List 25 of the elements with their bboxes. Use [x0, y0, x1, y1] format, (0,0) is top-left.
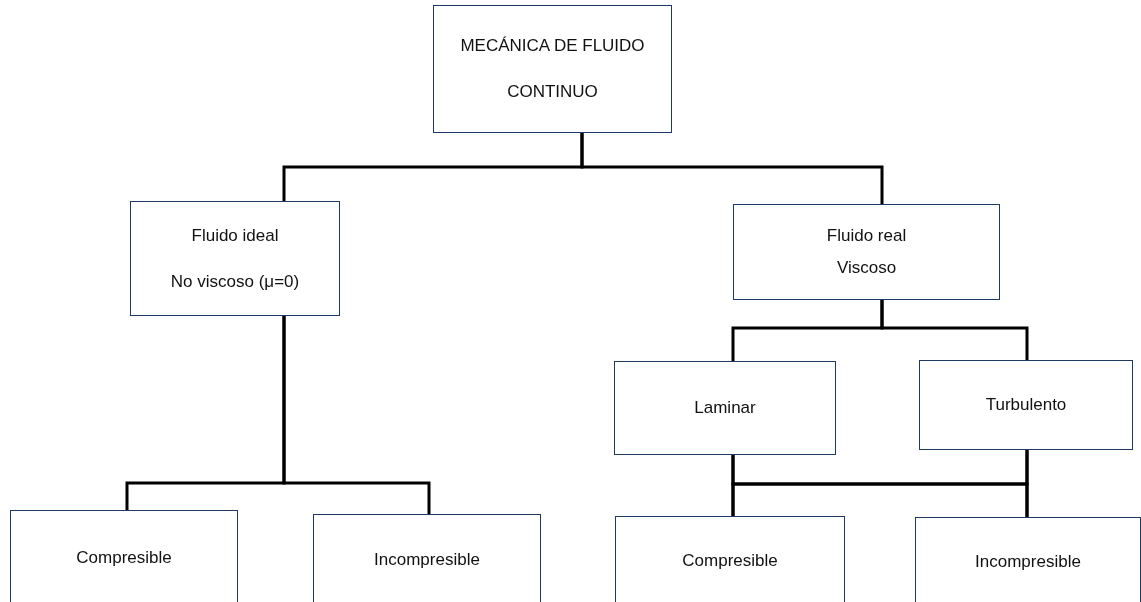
box-label: Laminar [694, 398, 756, 418]
connector-line [580, 133, 884, 204]
category-box [915, 517, 1141, 602]
box-label: Compresible [682, 551, 778, 571]
category-box [919, 360, 1133, 450]
box-label: MECÁNICA DE FLUIDO [460, 36, 645, 56]
category-box [313, 514, 541, 602]
connector-line [880, 300, 1029, 360]
box-label: Incompresible [975, 551, 1081, 572]
category-box [615, 516, 845, 602]
category-box [10, 510, 238, 602]
box-label: Fluido real [826, 226, 907, 246]
box-label: No viscoso (μ=0) [170, 271, 300, 292]
category-box [733, 204, 1000, 300]
box-label: Incompresible [374, 550, 480, 570]
category-box [433, 5, 672, 133]
connector-line [1025, 450, 1029, 517]
box-label: Turbulento [985, 395, 1067, 415]
box-label: Viscoso [836, 258, 897, 278]
category-box [614, 361, 836, 455]
connector-line [282, 316, 431, 514]
box-label: Compresible [76, 548, 172, 568]
category-box [130, 201, 340, 316]
box-label: CONTINUO [507, 82, 598, 102]
box-label: Fluido ideal [191, 225, 279, 246]
